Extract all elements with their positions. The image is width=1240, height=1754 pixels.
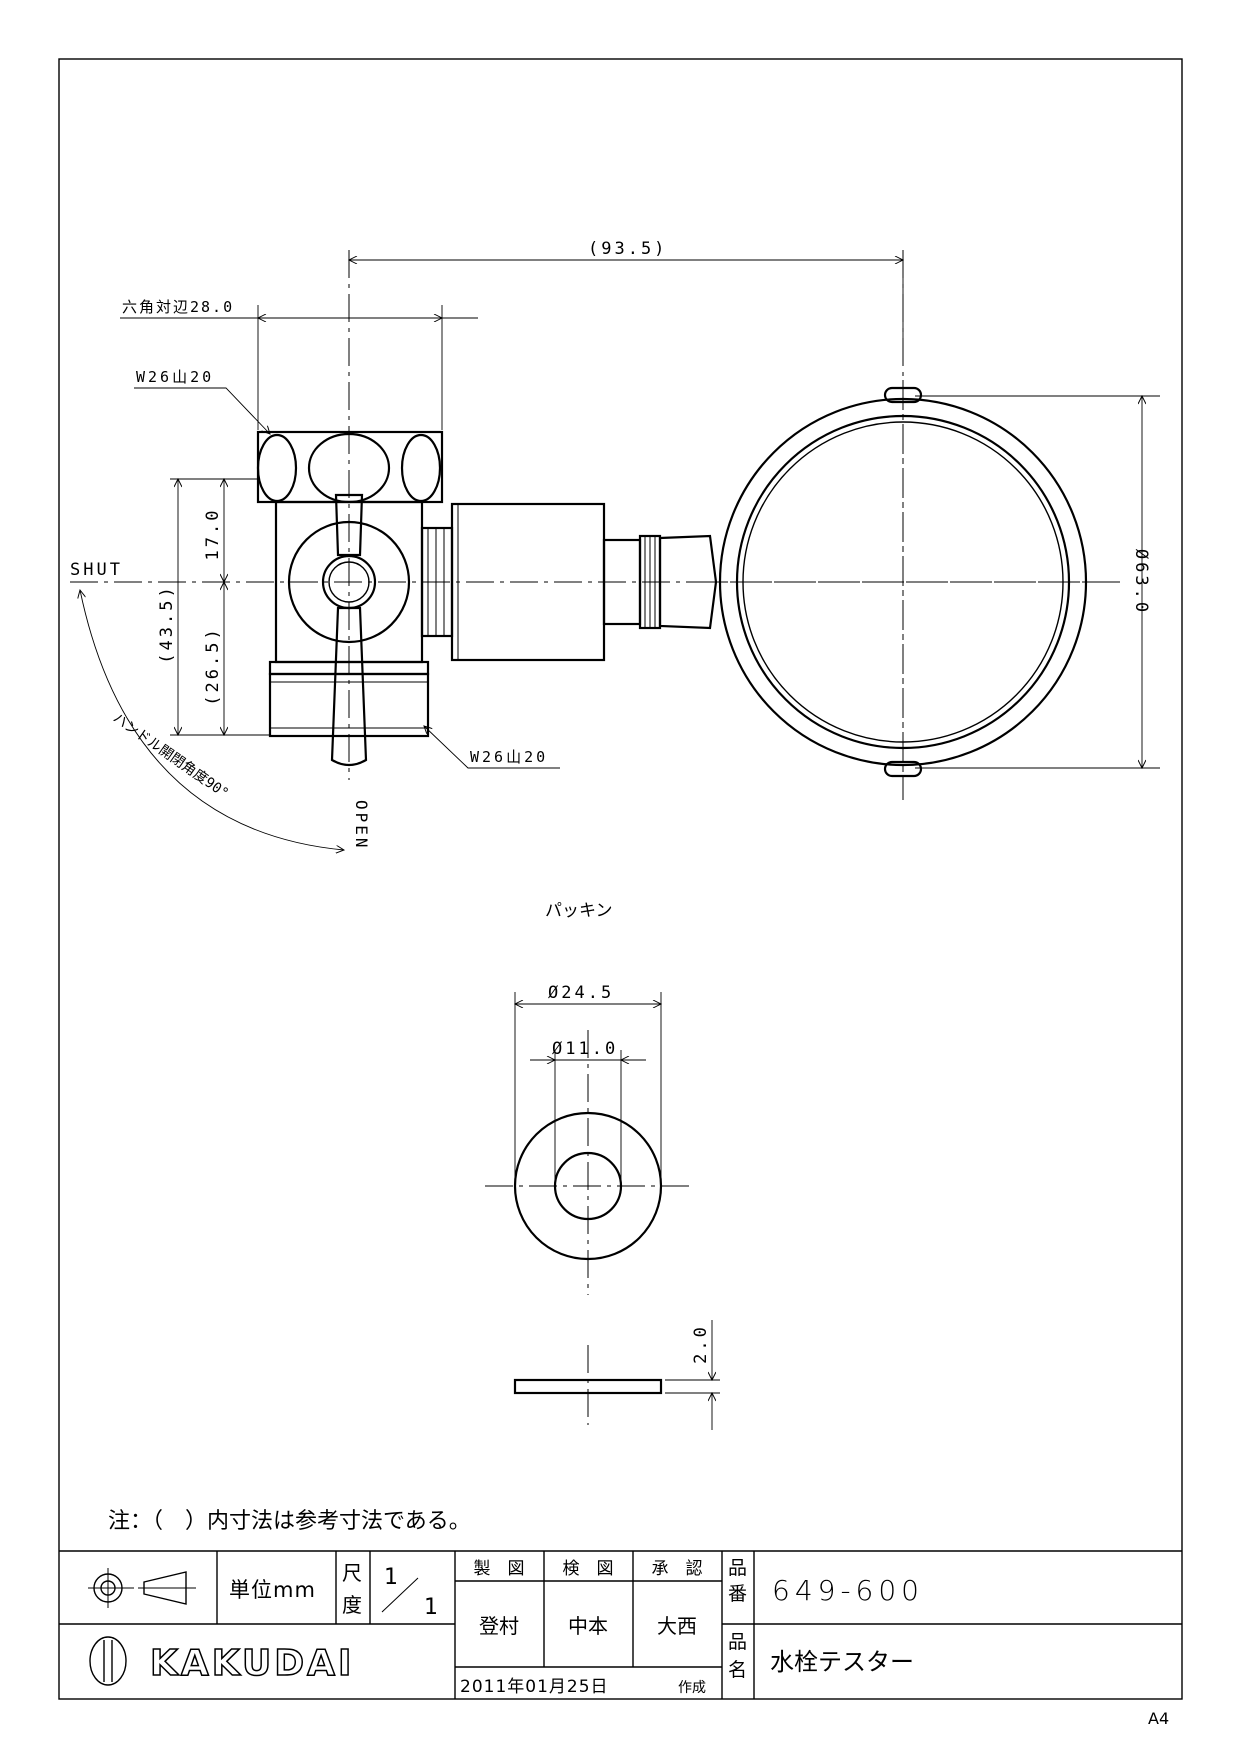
dim-outer-text: Ø24.5 — [548, 983, 614, 1003]
scale-numerator: 1 — [384, 1565, 398, 1590]
projection-symbol-icon — [88, 1568, 196, 1608]
dim-17-text: 17.0 — [203, 508, 223, 561]
hex-nut — [256, 430, 444, 504]
created-label: 作成 — [678, 1680, 706, 1696]
thread-top-text: W26山20 — [136, 368, 214, 386]
dim-43-text: (43.5) — [157, 584, 177, 663]
approved-by-label: 承 認 — [652, 1559, 703, 1579]
checked-by-name: 中本 — [568, 1614, 608, 1638]
part-no-label-1: 品 — [728, 1557, 747, 1579]
scale-denominator: 1 — [424, 1595, 438, 1620]
part-number: 649-600 — [772, 1574, 924, 1607]
packing-view: パッキン Ø24.5 Ø11.0 2.0 — [485, 901, 720, 1430]
scale-label-2: 度 — [342, 1593, 362, 1617]
thread-top-callout: W26山20 — [134, 368, 270, 434]
dim-hex-text: 六角対辺28.0 — [122, 298, 234, 316]
dim-overall-text: (93.5) — [588, 239, 667, 259]
reference-note: 注：（ ）内寸法は参考寸法である。 — [108, 1509, 471, 1534]
dim-overall: (93.5) — [349, 239, 903, 350]
drawn-by-name: 登村 — [479, 1614, 519, 1638]
part-no-label-2: 番 — [728, 1583, 747, 1605]
dim-26-text: (26.5) — [203, 626, 223, 705]
company-logo: KAKUDAI — [89, 1636, 354, 1686]
part-name-label-2: 名 — [728, 1659, 747, 1681]
dim-gauge: Ø63.0 — [915, 396, 1160, 768]
paper-size: A4 — [1148, 1709, 1169, 1728]
dim-inner-text: Ø11.0 — [552, 1039, 618, 1059]
pressure-gauge — [700, 380, 1120, 790]
dim-63-text: Ø63.0 — [1131, 549, 1151, 615]
assembly-view: (93.5) 六角対辺28.0 W26山20 W26山20 — [70, 239, 1160, 851]
company-name: KAKUDAI — [150, 1643, 354, 1684]
part-name-label-1: 品 — [728, 1631, 747, 1653]
label-open: OPEN — [352, 800, 371, 851]
drawing-border — [58, 58, 1183, 1700]
thread-bottom-callout: W26山20 — [424, 726, 560, 769]
part-name: 水栓テスター — [770, 1648, 914, 1676]
scale-label-1: 尺 — [342, 1561, 362, 1585]
unit-text: 単位mm — [229, 1578, 316, 1602]
thread-bottom-text: W26山20 — [470, 748, 548, 766]
side-connector — [420, 502, 718, 662]
checked-by-label: 検 図 — [563, 1559, 614, 1579]
approved-by-name: 大西 — [657, 1614, 697, 1638]
drawn-by-label: 製 図 — [474, 1559, 525, 1579]
dim-hex: 六角対辺28.0 — [120, 298, 478, 430]
packing-title: パッキン — [545, 901, 613, 921]
handle-angle-text: ハンドル開閉角度90° — [110, 710, 232, 802]
title-block: 単位mm 尺 度 1 1 製 図 検 図 承 認 登村 中本 大西 2011年0… — [59, 1550, 1182, 1699]
label-shut: SHUT — [70, 560, 123, 580]
date-text: 2011年01月25日 — [460, 1677, 609, 1697]
dim-thick-text: 2.0 — [691, 1324, 711, 1364]
dims-left: 17.0 (43.5) (26.5) — [157, 479, 270, 735]
